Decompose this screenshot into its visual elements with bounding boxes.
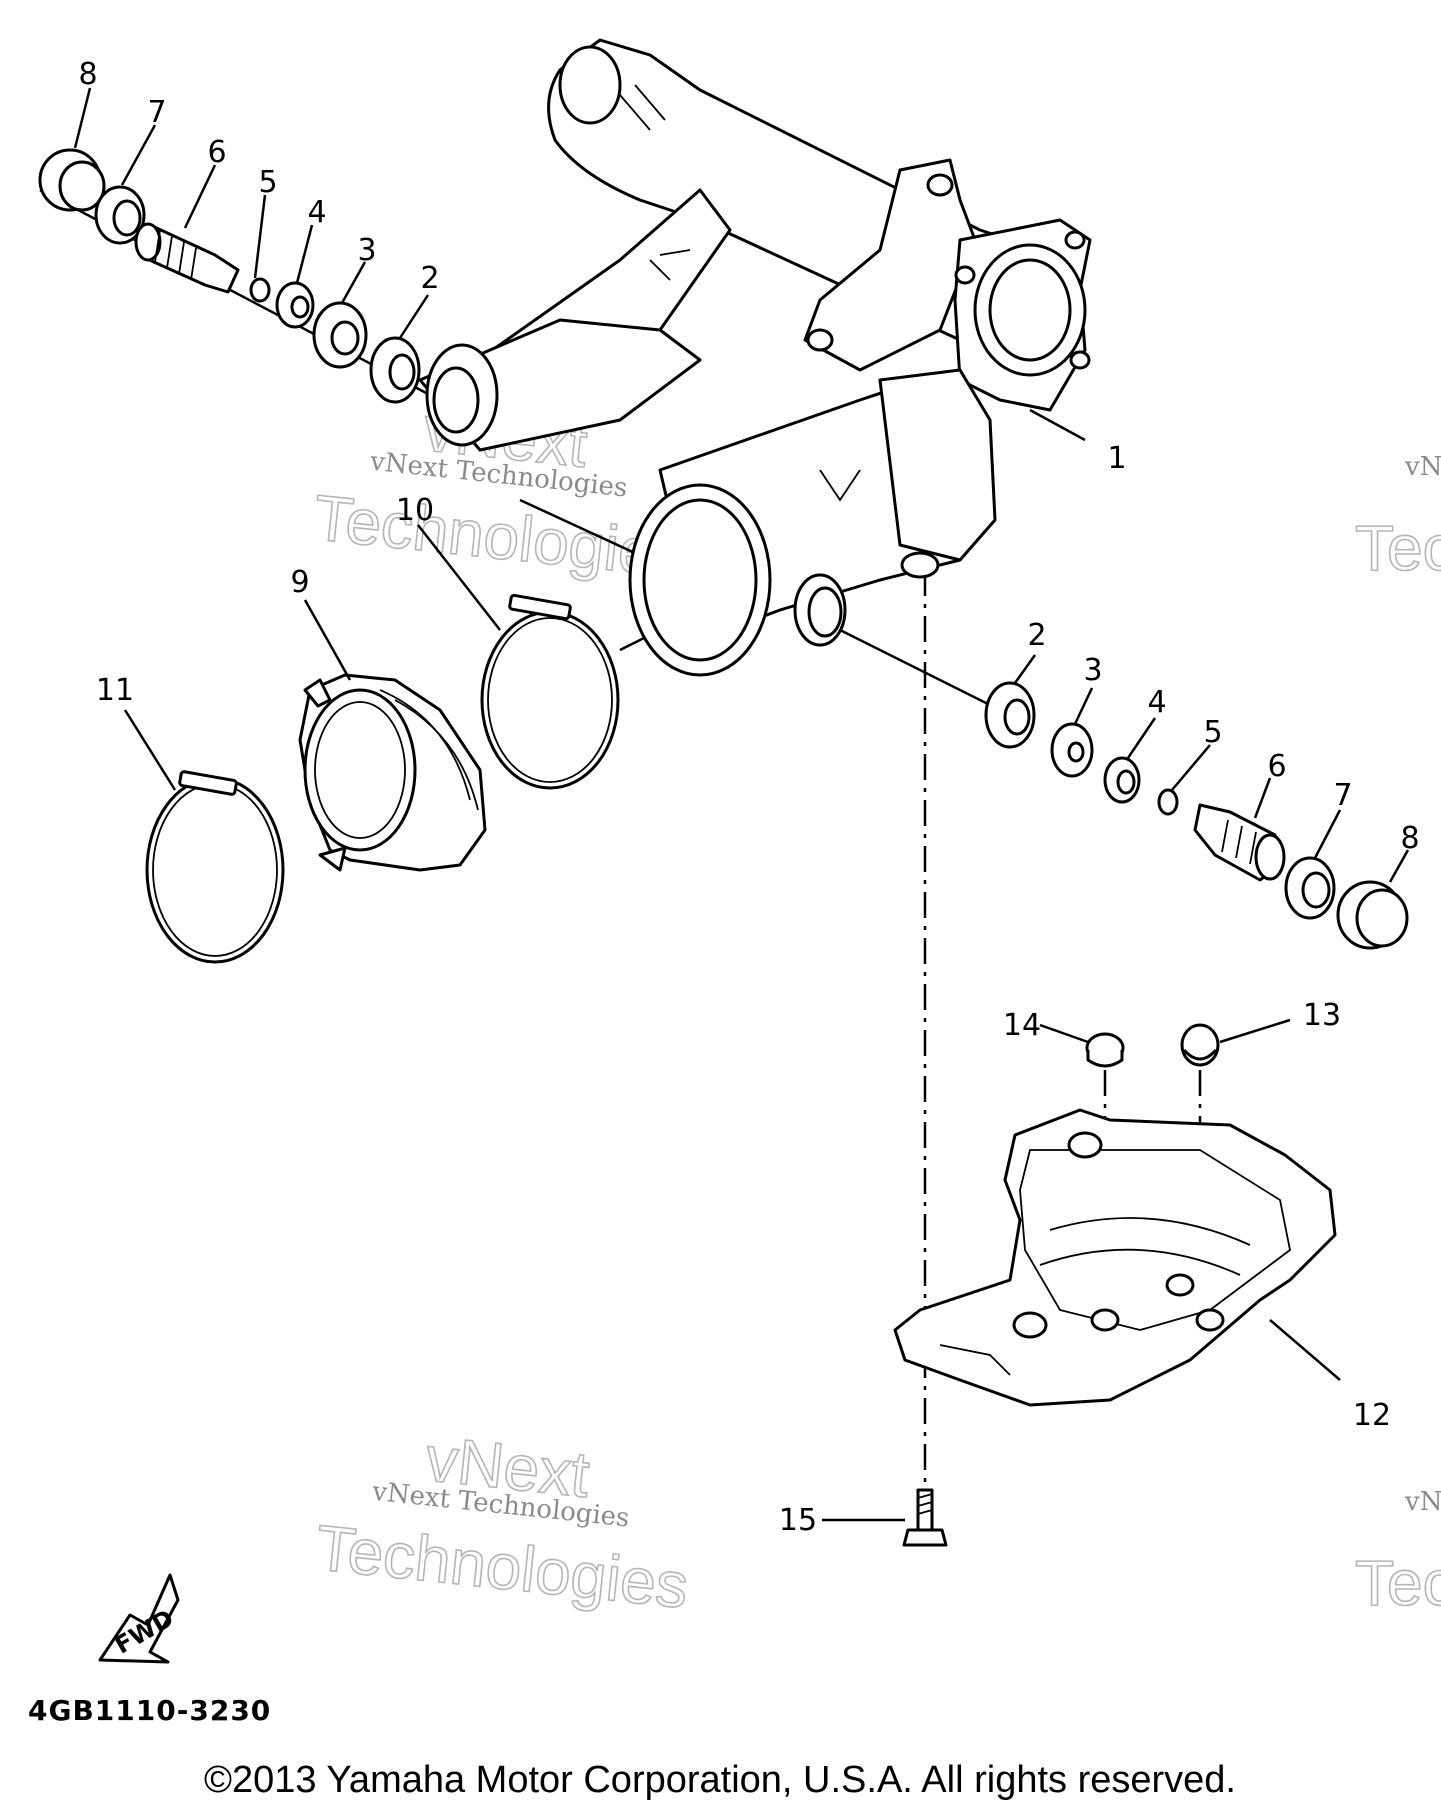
svg-text:vN: vN bbox=[1404, 452, 1441, 482]
watermark-lower: vNext Technologies vNext Technologies bbox=[312, 1421, 693, 1622]
shaft-6-right bbox=[1193, 803, 1286, 882]
callout-5-right: 5 bbox=[1203, 715, 1222, 750]
clamp-11 bbox=[145, 770, 285, 964]
right-bearing-set bbox=[984, 681, 1409, 950]
callout-11: 11 bbox=[96, 673, 134, 708]
oring-5-right bbox=[1157, 788, 1179, 816]
nut-7-left bbox=[94, 185, 146, 245]
bearing-2-left bbox=[369, 336, 421, 404]
washer-4-right bbox=[1103, 756, 1141, 804]
cap-13 bbox=[1180, 1023, 1220, 1067]
callout-6-left: 6 bbox=[207, 135, 226, 170]
svg-text:Tec: Tec bbox=[1355, 1547, 1441, 1619]
svg-text:Technologies: Technologies bbox=[313, 1511, 692, 1622]
washer-4-left bbox=[275, 281, 315, 329]
callout-10: 10 bbox=[396, 493, 434, 528]
drawing-code: 4GB1110-3230 bbox=[28, 1694, 271, 1727]
callout-leaders bbox=[73, 87, 1410, 1522]
callout-7-left: 7 bbox=[147, 95, 166, 130]
copyright-notice: ©2013 Yamaha Motor Corporation, U.S.A. A… bbox=[204, 1759, 1236, 1801]
oring-5-left bbox=[249, 277, 271, 303]
callout-1: 1 bbox=[1107, 441, 1126, 476]
guard-12 bbox=[893, 1108, 1337, 1407]
cap-14 bbox=[1085, 1032, 1125, 1068]
left-bearing-set bbox=[38, 148, 421, 404]
callout-5-left: 5 bbox=[258, 165, 277, 200]
callout-3-left: 3 bbox=[357, 233, 376, 268]
svg-text:vN: vN bbox=[1404, 1487, 1441, 1517]
washer-3-right bbox=[1050, 722, 1094, 778]
callout-9: 9 bbox=[290, 565, 309, 600]
bolt-15 bbox=[902, 1488, 948, 1547]
fwd-arrow-icon: FWD bbox=[98, 1573, 180, 1664]
boot-9 bbox=[298, 673, 487, 872]
callout-8-right: 8 bbox=[1400, 821, 1419, 856]
watermark-edge-upper: vN Tec bbox=[1354, 452, 1441, 585]
callout-2-right: 2 bbox=[1027, 618, 1046, 653]
callout-4-left: 4 bbox=[307, 195, 326, 230]
cap-8-right bbox=[1336, 880, 1409, 950]
callout-4-right: 4 bbox=[1147, 685, 1166, 720]
watermark-edge-lower: vN Tec bbox=[1354, 1487, 1441, 1620]
callout-labels: 8 7 6 5 4 3 2 1 9 10 11 2 3 4 5 6 7 8 12… bbox=[78, 57, 1419, 1538]
svg-text:vNext: vNext bbox=[422, 1422, 592, 1511]
callout-3-right: 3 bbox=[1083, 653, 1102, 688]
callout-15: 15 bbox=[779, 1503, 817, 1538]
callout-6-right: 6 bbox=[1267, 749, 1286, 784]
cap-8-left bbox=[38, 148, 106, 212]
svg-text:Tec: Tec bbox=[1355, 512, 1441, 584]
callout-2-left: 2 bbox=[420, 261, 439, 296]
shaft-6-left bbox=[134, 222, 240, 294]
callout-12: 12 bbox=[1353, 1398, 1391, 1433]
seal-3-left bbox=[312, 301, 368, 369]
callout-8-left: 8 bbox=[78, 57, 97, 92]
clamp-10 bbox=[480, 593, 620, 790]
callout-13: 13 bbox=[1303, 998, 1341, 1033]
nut-7-right bbox=[1284, 856, 1336, 920]
callout-7-right: 7 bbox=[1333, 778, 1352, 813]
bearing-2-right bbox=[984, 681, 1036, 749]
callout-14: 14 bbox=[1003, 1008, 1041, 1043]
swing-arm bbox=[418, 38, 1092, 677]
